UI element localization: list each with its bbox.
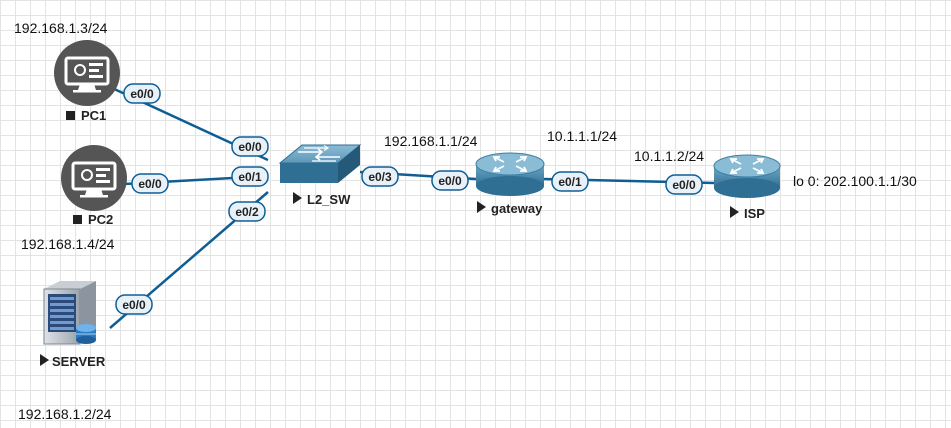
switch-name: L2_SW: [307, 192, 351, 207]
svg-text:e0/0: e0/0: [438, 174, 462, 188]
svg-text:e0/0: e0/0: [122, 298, 146, 312]
node-gateway[interactable]: gateway: [475, 152, 545, 216]
server-name: SERVER: [52, 354, 106, 369]
svg-text:e0/2: e0/2: [235, 205, 259, 219]
svg-text:e0/1: e0/1: [558, 175, 582, 189]
stop-square-icon: [73, 215, 82, 224]
iface-gateway-e0-0[interactable]: e0/0: [431, 170, 469, 191]
iface-sw-e0-1[interactable]: e0/1: [231, 166, 269, 187]
isp-name: ISP: [744, 206, 765, 221]
isp-wan-ip: 10.1.1.2/24: [634, 148, 704, 164]
isp-loopback: lo 0: 202.100.1.1/30: [793, 173, 917, 189]
iface-pc2-e0-0[interactable]: e0/0: [131, 173, 169, 194]
gateway-wan-ip: 10.1.1.1/24: [547, 128, 617, 144]
node-switch[interactable]: L2_SW: [278, 144, 362, 207]
svg-text:e0/0: e0/0: [238, 140, 262, 154]
ip-annotations: 192.168.1.3/24 192.168.1.4/24 192.168.1.…: [14, 20, 917, 422]
pc2-ip: 192.168.1.4/24: [21, 236, 115, 252]
pc1-icon-bg: [54, 40, 120, 106]
play-triangle-icon: [293, 192, 302, 204]
iface-gateway-e0-1[interactable]: e0/1: [551, 171, 589, 192]
router-icon: [475, 152, 545, 196]
stop-square-icon: [66, 111, 75, 120]
iface-isp-e0-0[interactable]: e0/0: [665, 174, 703, 195]
svg-text:e0/1: e0/1: [238, 170, 262, 184]
server-ip: 192.168.1.2/24: [18, 406, 112, 422]
play-triangle-icon: [40, 354, 49, 366]
play-triangle-icon: [730, 206, 739, 218]
pc2-name: PC2: [88, 212, 113, 227]
network-switch-icon: [278, 144, 362, 183]
node-isp[interactable]: ISP: [713, 154, 781, 221]
node-pc1[interactable]: PC1: [54, 40, 120, 123]
interface-labels: e0/0 e0/0 e0/0 e0/1 e0/2 e0/0 e0/3 e0/0: [115, 83, 703, 315]
svg-text:e0/0: e0/0: [138, 177, 162, 191]
desktop-monitor-icon: [71, 161, 117, 198]
desktop-monitor-icon: [64, 56, 110, 93]
play-triangle-icon: [477, 201, 486, 213]
svg-text:e0/0: e0/0: [672, 178, 696, 192]
pc2-icon-bg: [61, 145, 127, 211]
gateway-name: gateway: [491, 201, 543, 216]
iface-sw-e0-3[interactable]: e0/3: [361, 166, 399, 187]
router-icon: [713, 154, 781, 198]
pc1-ip: 192.168.1.3/24: [14, 20, 108, 36]
pc1-name: PC1: [81, 108, 106, 123]
svg-text:e0/0: e0/0: [130, 87, 154, 101]
links: [109, 86, 715, 329]
node-server[interactable]: SERVER: [40, 281, 106, 369]
iface-pc1-e0-0[interactable]: e0/0: [123, 83, 161, 104]
iface-server-e0-0[interactable]: e0/0: [115, 294, 153, 315]
iface-sw-e0-0[interactable]: e0/0: [231, 136, 269, 157]
node-pc2[interactable]: PC2: [61, 145, 127, 227]
iface-sw-e0-2[interactable]: e0/2: [228, 201, 266, 222]
svg-text:e0/3: e0/3: [368, 170, 392, 184]
server-database-icon: [43, 281, 96, 345]
gateway-lan-ip: 192.168.1.1/24: [384, 133, 478, 149]
